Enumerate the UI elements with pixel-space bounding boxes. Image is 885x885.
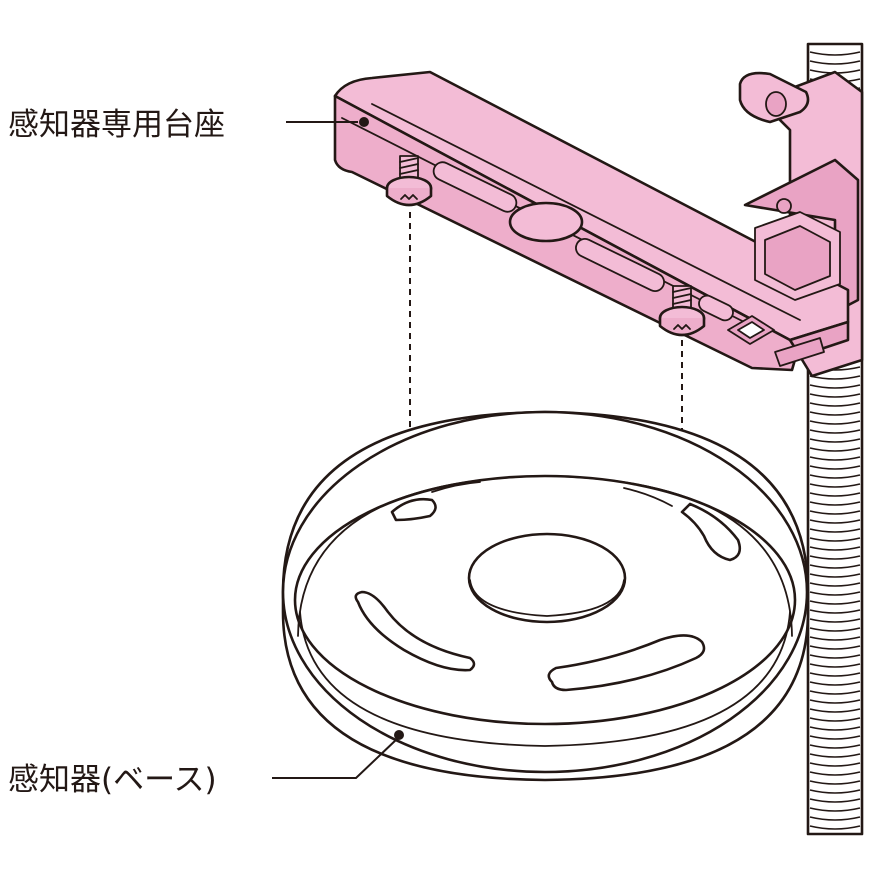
conduit-rib <box>809 456 861 461</box>
label-mount: 感知器専用台座 <box>8 107 369 143</box>
conduit-rib <box>809 402 861 407</box>
conduit-rib <box>809 627 861 632</box>
conduit-rib <box>809 564 861 569</box>
conduit-rib <box>809 825 861 830</box>
conduit-rib <box>809 519 861 524</box>
conduit-rib <box>809 591 861 596</box>
conduit-rib <box>809 60 861 65</box>
conduit-rib <box>809 582 861 587</box>
conduit-rib <box>809 465 861 470</box>
base-slot <box>680 502 742 562</box>
conduit-rib <box>809 528 861 533</box>
conduit-rib <box>809 483 861 488</box>
conduit-rib <box>809 393 861 398</box>
conduit-rib <box>809 816 861 821</box>
conduit-rib <box>809 537 861 542</box>
mounting-bracket <box>333 70 864 378</box>
conduit-rib <box>809 546 861 551</box>
conduit-rib <box>809 654 861 659</box>
conduit-rib <box>809 501 861 506</box>
conduit-rib <box>809 699 861 704</box>
bracket-center-hole <box>508 201 584 243</box>
sensor-base <box>281 410 810 782</box>
conduit-rib <box>809 780 861 785</box>
conduit-rib <box>809 51 861 56</box>
conduit-rib <box>809 411 861 416</box>
leader-dot <box>394 730 404 740</box>
label-mount-text: 感知器専用台座 <box>8 107 225 143</box>
conduit-rib <box>809 429 861 434</box>
leader-dot <box>359 117 369 127</box>
bracket-slot <box>575 238 665 292</box>
bracket-slot <box>432 161 518 213</box>
conduit-rib <box>809 420 861 425</box>
label-base-text: 感知器(ベース) <box>8 762 217 798</box>
conduit-rib <box>809 645 861 650</box>
conduit-rib <box>809 762 861 767</box>
conduit-rib <box>809 708 861 713</box>
conduit-rib <box>809 735 861 740</box>
conduit-rib <box>809 807 861 812</box>
conduit-rib <box>809 573 861 578</box>
conduit-rib <box>809 510 861 515</box>
base-slot <box>354 590 476 672</box>
conduit-rib <box>809 744 861 749</box>
conduit-rib <box>809 798 861 803</box>
conduit-rib <box>809 771 861 776</box>
screw-left <box>385 155 433 207</box>
conduit-rib <box>809 492 861 497</box>
conduit-rib <box>809 609 861 614</box>
conduit-rib <box>809 447 861 452</box>
conduit-rib <box>809 663 861 668</box>
bracket-arm-top <box>333 70 850 342</box>
conduit-rib <box>809 384 861 389</box>
conduit-rib <box>809 753 861 758</box>
conduit-rib <box>809 636 861 641</box>
conduit-rib <box>809 618 861 623</box>
screw-right <box>658 285 706 337</box>
base-slot <box>547 634 706 692</box>
conduit-rib <box>809 789 861 794</box>
base-center-boss <box>467 532 627 624</box>
conduit-rib <box>809 600 861 605</box>
label-base: 感知器(ベース) <box>8 730 404 798</box>
conduit-rib <box>809 726 861 731</box>
conduit-rib <box>809 474 861 479</box>
conduit-rib <box>809 672 861 677</box>
conduit-rib <box>809 690 861 695</box>
conduit-rib <box>809 375 861 380</box>
base-slot <box>390 497 437 522</box>
conduit-rib <box>809 438 861 443</box>
conduit-rib <box>809 555 861 560</box>
guide-lines <box>409 212 683 432</box>
conduit-rib <box>809 717 861 722</box>
bracket-slot <box>698 294 734 322</box>
conduit-rib <box>809 681 861 686</box>
